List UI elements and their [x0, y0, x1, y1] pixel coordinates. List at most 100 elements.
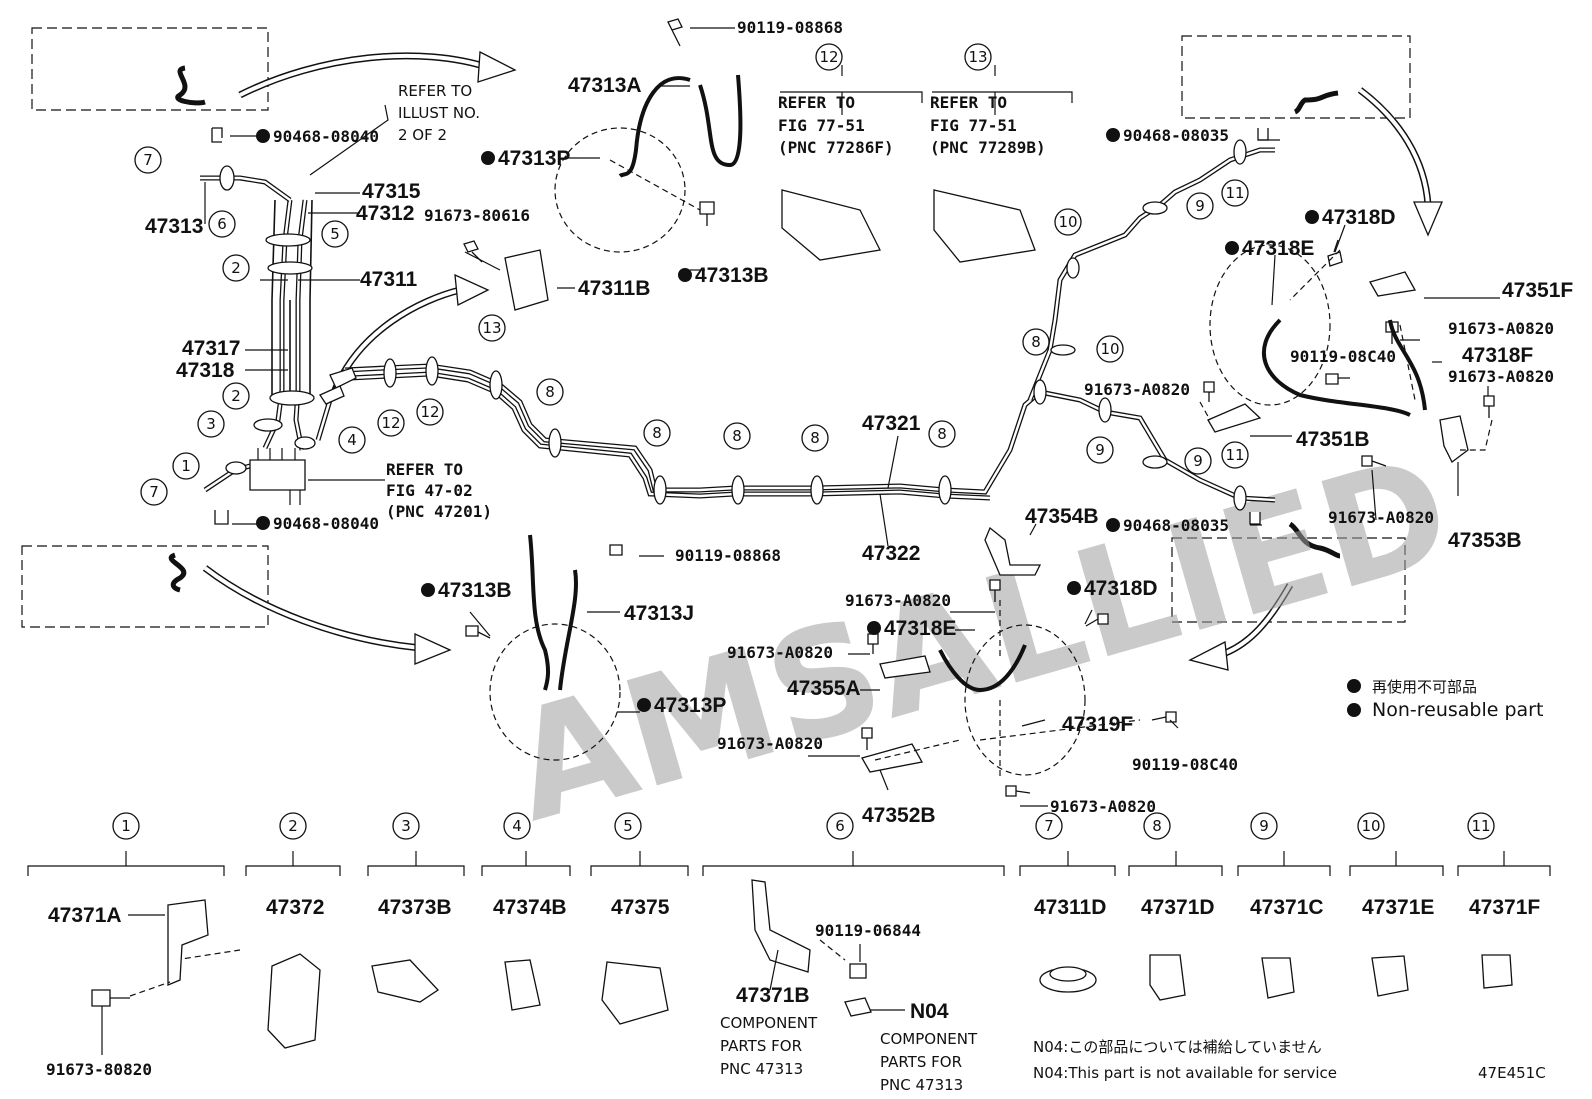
callout-number-11: 11	[1225, 184, 1244, 202]
part-47371C	[1261, 957, 1295, 999]
callout-circle-9	[1186, 192, 1214, 220]
callout-circle-7	[140, 478, 168, 506]
callout-circle-5	[321, 220, 349, 248]
label-90119-08C40: 90119-08C40	[1132, 755, 1238, 774]
callout-circle-13	[964, 43, 992, 71]
callout-number-1: 1	[181, 457, 191, 475]
callout-number-8: 8	[810, 429, 820, 447]
callout-circle-13	[478, 314, 506, 342]
label-47313: 47313	[145, 215, 203, 238]
label-47372: 47372	[266, 896, 324, 919]
part-47311D-inner	[1049, 966, 1087, 982]
non-reusable-dot	[637, 698, 651, 712]
callout-number-10: 10	[1361, 817, 1380, 835]
inset-box-top-left	[31, 27, 269, 111]
callout-number-8: 8	[1031, 333, 1041, 351]
callout-number-5: 5	[623, 817, 633, 835]
non-reusable-dot	[1305, 210, 1319, 224]
label-47313B: 47313B	[695, 264, 769, 287]
bracket-47351F	[1369, 271, 1417, 297]
arrow-bottom-left	[202, 565, 421, 652]
callout-circle-11	[1221, 441, 1249, 469]
label-90468-08035: 90468-08035	[1123, 126, 1229, 145]
label-47318F: 47318F	[1462, 344, 1533, 367]
callout-number-4: 4	[347, 431, 357, 449]
label-47351B: 47351B	[1296, 428, 1370, 451]
clip-90468-08040-top	[211, 127, 223, 143]
label-refer-77289B: (PNC 77289B)	[930, 138, 1046, 157]
callout-circle-10	[1357, 812, 1385, 840]
callout-circle-3	[392, 812, 420, 840]
label-refer-77286F: REFER TO	[778, 93, 855, 112]
label-47371A: 47371A	[48, 904, 122, 927]
callout-number-9: 9	[1193, 452, 1203, 470]
label-comp-b: COMPONENT	[880, 1030, 978, 1048]
label-91673-80820: 91673-80820	[46, 1060, 152, 1079]
callout-circle-4	[338, 426, 366, 454]
callout-number-12: 12	[819, 48, 838, 66]
hose-47313A	[618, 76, 691, 178]
hose-47319F	[938, 644, 1027, 693]
label-47371F: 47371F	[1469, 896, 1540, 919]
label-47371B: 47371B	[736, 984, 810, 1007]
label-91673-A0820: 91673-A0820	[1328, 508, 1434, 527]
callout-number-3: 3	[206, 415, 216, 433]
clamp-77286F	[781, 189, 881, 261]
bracket-47355A	[879, 655, 931, 679]
part-labels: 90119-08868 47313A 47313P 47313B 90468-0…	[145, 18, 1573, 827]
label-refer-fig-47: FIG 47-02	[386, 481, 473, 500]
label-91673-A0820: 91673-A0820	[1448, 367, 1554, 386]
bolt-glyphs	[463, 18, 1495, 797]
callout-circle-11	[1467, 812, 1495, 840]
callout-circle-9	[1250, 812, 1278, 840]
label-refer-77286F: FIG 77-51	[778, 116, 865, 135]
tee-fitting	[329, 367, 357, 389]
label-47319F: 47319F	[1062, 713, 1133, 736]
part-47371D	[1149, 954, 1186, 1001]
clamp-77289B	[933, 189, 1036, 263]
callout-circle-2	[222, 382, 250, 410]
callout-circle-12	[377, 409, 405, 437]
hose-47313A-b	[698, 74, 743, 168]
part-bolt-91673-80820	[91, 989, 130, 1007]
non-reusable-dot	[678, 268, 692, 282]
callout-number-12: 12	[420, 403, 439, 421]
callout-number-6: 6	[217, 215, 227, 233]
callout-number-9: 9	[1095, 441, 1105, 459]
arrow-bottom-left-inner	[203, 566, 421, 650]
callout-circle-8	[643, 419, 671, 447]
inset-hose-glyph	[1293, 90, 1339, 115]
non-reusable-dot	[1106, 518, 1120, 532]
label-refer-fig-47: REFER TO	[386, 460, 463, 479]
callout-number-13: 13	[482, 319, 501, 337]
callout-number-8: 8	[1152, 817, 1162, 835]
label-47313B: 47313B	[438, 579, 512, 602]
callout-circle-8	[801, 424, 829, 452]
part-47375	[601, 961, 669, 1025]
label-47373B: 47373B	[378, 896, 452, 919]
part-47372	[267, 953, 321, 1049]
callout-circle-9	[1184, 447, 1212, 475]
callout-circle-8	[1143, 812, 1171, 840]
label-47375: 47375	[611, 896, 670, 919]
callout-number-11: 11	[1225, 446, 1244, 464]
label-47313J: 47313J	[624, 602, 694, 625]
detail-ellipse	[489, 623, 621, 761]
legend-english: Non-reusable part	[1372, 699, 1543, 721]
callout-number-7: 7	[143, 151, 153, 169]
callout-number-9: 9	[1195, 197, 1205, 215]
tee-fitting	[319, 385, 345, 405]
label-47317: 47317	[182, 337, 240, 360]
callout-number-5: 5	[330, 225, 340, 243]
arrow-head	[1413, 201, 1443, 237]
label-47318D: 47318D	[1084, 577, 1158, 600]
inset-hose-glyph	[168, 552, 187, 593]
callout-circle-8	[723, 422, 751, 450]
callout-circle-8	[928, 420, 956, 448]
part-47371A	[167, 899, 209, 986]
arrow-top-left-inner	[239, 53, 491, 97]
arrow-head	[454, 273, 490, 307]
arrow-head	[477, 50, 517, 83]
hose-47313J	[528, 534, 550, 691]
